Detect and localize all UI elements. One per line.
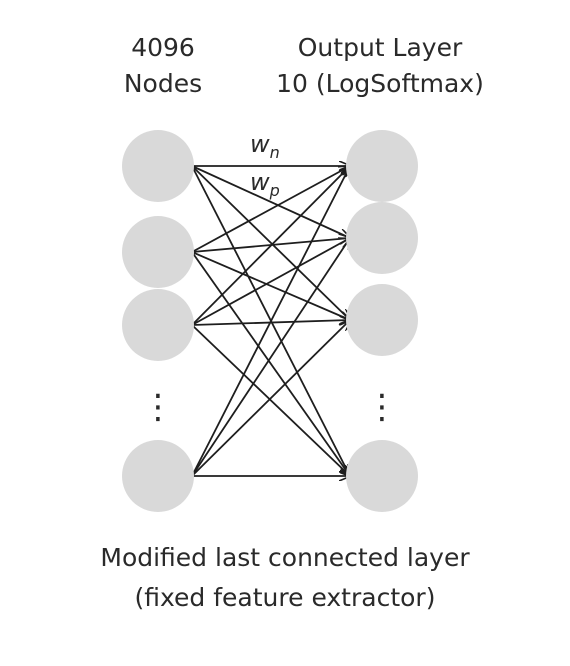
- weight-wp-symbol: w: [250, 168, 270, 196]
- weight-wn-subscript: n: [270, 143, 280, 162]
- edge-in4-out2: [191, 238, 350, 477]
- edge-in2-out3: [191, 251, 350, 320]
- caption-line-2: (fixed feature extractor): [134, 583, 436, 612]
- weight-label-wp: wp: [250, 168, 280, 200]
- caption-line-1: Modified last connected layer: [100, 543, 470, 572]
- edge-in4-out3: [191, 320, 350, 477]
- weight-wn-symbol: w: [250, 130, 270, 158]
- edge-in2-out4: [191, 251, 350, 476]
- edge-in3-out2: [191, 238, 350, 326]
- input-ellipsis: ⋮: [141, 387, 175, 427]
- caption: Modified last connected layer (fixed fea…: [0, 538, 570, 618]
- input-node-2: [122, 216, 194, 288]
- input-node-last: [122, 440, 194, 512]
- output-layer-subtitle: 10 (LogSoftmax): [276, 69, 484, 98]
- edge-in3-out1: [191, 166, 350, 326]
- output-node-2: [346, 202, 418, 274]
- output-node-1: [346, 130, 418, 202]
- output-node-3: [346, 284, 418, 356]
- input-node-1: [122, 130, 194, 202]
- edge-in4-out1: [191, 166, 350, 477]
- input-node-3: [122, 289, 194, 361]
- weight-label-wn: wn: [250, 130, 280, 162]
- input-nodes-word: Nodes: [123, 69, 203, 98]
- edge-in1-out2: [191, 165, 350, 238]
- input-layer-label: 4096 Nodes: [88, 30, 238, 102]
- output-ellipsis: ⋮: [365, 387, 399, 427]
- weight-wp-subscript: p: [269, 181, 280, 200]
- connections: [191, 165, 350, 477]
- output-layer-label: Output Layer 10 (LogSoftmax): [250, 30, 510, 102]
- input-node-count: 4096: [131, 33, 195, 62]
- edge-in1-out3: [191, 165, 350, 320]
- output-node-last: [346, 440, 418, 512]
- edge-in3-out4: [191, 324, 350, 476]
- output-layer-title: Output Layer: [297, 33, 463, 62]
- edge-in2-out1: [191, 166, 350, 253]
